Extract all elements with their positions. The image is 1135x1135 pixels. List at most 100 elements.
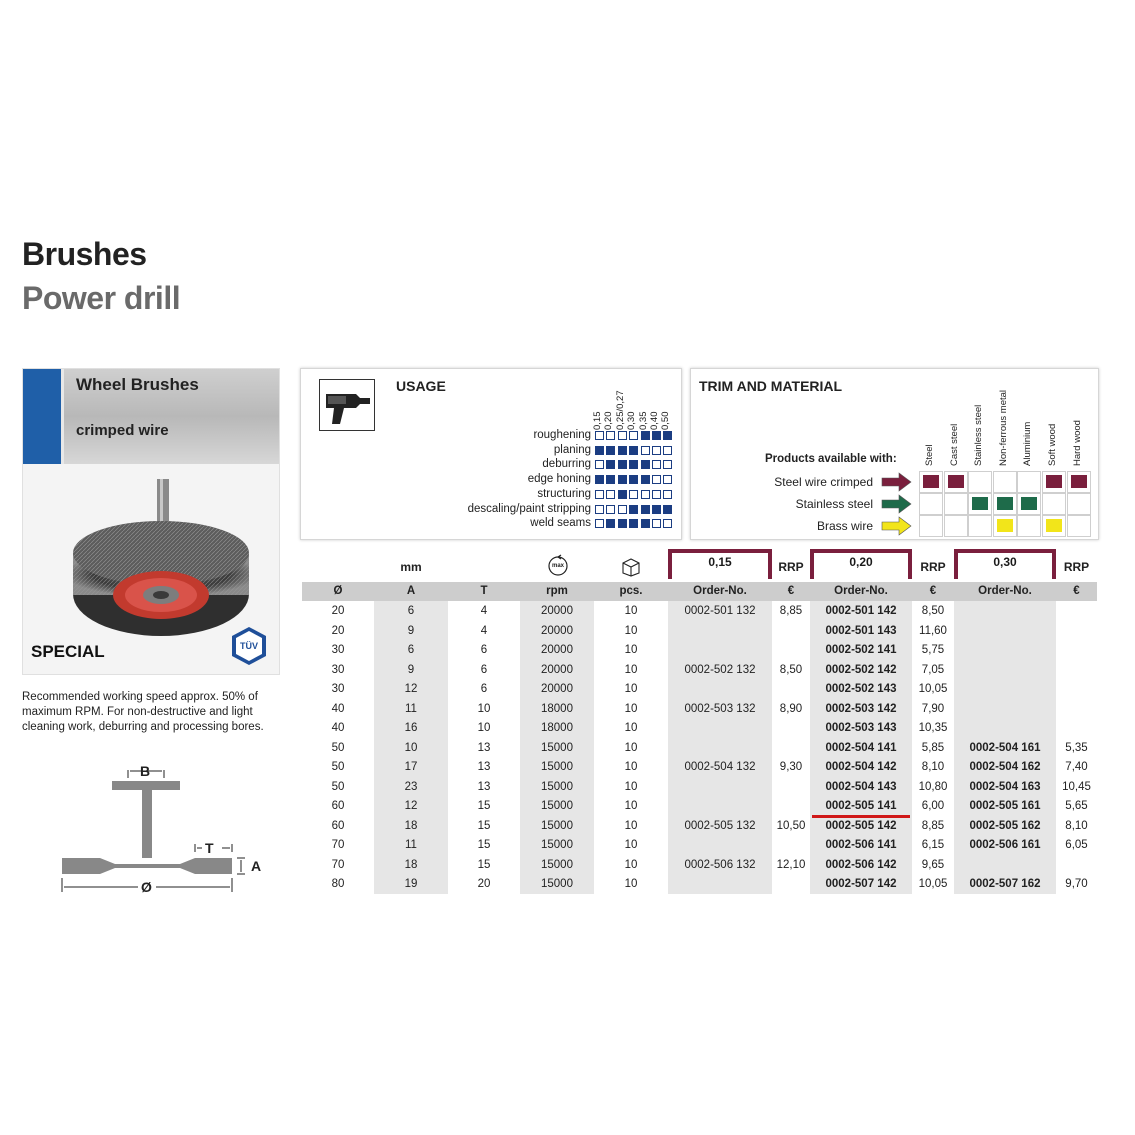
table-cell: 20000 bbox=[541, 663, 573, 676]
table-cell bbox=[954, 856, 1056, 876]
table-cell: 15000 bbox=[541, 761, 573, 773]
table-cell: 10,05 bbox=[918, 683, 948, 695]
trim-cell bbox=[943, 493, 968, 515]
table-cell: 0002-507 162 bbox=[969, 878, 1041, 890]
table-header-cell: € bbox=[1056, 582, 1097, 601]
table-cell: 30 bbox=[331, 663, 345, 676]
table-header-cell: Order-No. bbox=[668, 582, 772, 601]
table-cell: 18 bbox=[404, 858, 418, 871]
table-cell: 0002-505 161 bbox=[969, 800, 1041, 812]
dim-diameter-label: Ø bbox=[141, 879, 152, 895]
usage-cell bbox=[606, 519, 616, 529]
table-cell: 11 bbox=[405, 702, 417, 715]
table-cell: 16 bbox=[404, 722, 418, 734]
table-cell: 10 bbox=[624, 702, 638, 715]
wire-size-label: 0,30 bbox=[626, 411, 638, 431]
table-cell bbox=[668, 836, 772, 856]
table-cell: 6,00 bbox=[921, 800, 945, 812]
table-cell: 10 bbox=[624, 683, 638, 695]
card-subtitle: crimped wire bbox=[76, 422, 169, 439]
table-cell: 23 bbox=[404, 780, 418, 793]
table-cell: 5,35 bbox=[1065, 741, 1088, 754]
trim-cell-fill bbox=[972, 497, 989, 510]
table-cell: 10 bbox=[624, 624, 638, 637]
power-drill-icon bbox=[319, 379, 375, 431]
table-cell: 0002-504 141 bbox=[825, 741, 897, 754]
page-title: Brushes bbox=[22, 236, 147, 272]
wire-size-group-header: 0,30 bbox=[954, 549, 1056, 579]
table-cell bbox=[668, 875, 772, 895]
table-cell bbox=[772, 680, 810, 700]
usage-cell bbox=[606, 489, 616, 499]
table-cell bbox=[1056, 661, 1097, 681]
table-cell: 15 bbox=[477, 839, 491, 851]
tuv-certificate-icon: TÜV bbox=[232, 627, 266, 665]
trim-cell bbox=[1017, 515, 1042, 537]
table-cell: 10,05 bbox=[918, 878, 948, 890]
table-cell: 0002-501 142 bbox=[825, 605, 897, 617]
table-header-cell: € bbox=[772, 582, 810, 601]
table-header-cell: Order-No. bbox=[954, 582, 1056, 601]
table-column-shade bbox=[954, 582, 1056, 894]
usage-cell bbox=[617, 475, 627, 485]
wheel-brush-image bbox=[73, 479, 249, 636]
table-cell: 10 bbox=[624, 780, 638, 793]
table-cell bbox=[1056, 622, 1097, 642]
table-cell: 20 bbox=[331, 624, 345, 637]
material-label: Cast steel bbox=[948, 423, 960, 466]
table-cell: 19 bbox=[404, 878, 418, 890]
trim-cell-fill bbox=[1046, 519, 1062, 532]
table-cell: 7,90 bbox=[921, 702, 945, 715]
table-cell: 0002-506 142 bbox=[825, 858, 897, 871]
trim-cell bbox=[992, 471, 1017, 493]
table-cell: 10 bbox=[624, 722, 638, 734]
table-cell bbox=[668, 719, 772, 739]
usage-cell bbox=[652, 519, 661, 529]
table-cell: 0002-502 142 bbox=[825, 663, 897, 676]
table-cell bbox=[772, 719, 810, 739]
table-cell: 10 bbox=[624, 663, 638, 676]
usage-cell bbox=[640, 519, 650, 529]
usage-cell bbox=[595, 489, 604, 499]
table-cell: 10,80 bbox=[918, 780, 948, 793]
wire-size-label: 0,25/0,27 bbox=[614, 390, 626, 430]
table-cell: 18 bbox=[404, 819, 418, 832]
table-cell: 10 bbox=[624, 644, 638, 656]
trim-cell bbox=[1066, 515, 1091, 537]
table-cell: 0002-503 132 bbox=[684, 702, 756, 715]
table-cell: 5,65 bbox=[1065, 800, 1088, 812]
description-text: Recommended working speed approx. 50% of… bbox=[22, 691, 264, 733]
usage-cell bbox=[663, 489, 673, 499]
package-icon bbox=[622, 558, 640, 577]
table-cell: 10,45 bbox=[1062, 780, 1091, 793]
usage-cell bbox=[617, 519, 627, 529]
table-header-cell: € bbox=[912, 582, 954, 601]
usage-cell bbox=[629, 431, 639, 440]
usage-cell bbox=[629, 489, 639, 499]
table-cell: 20000 bbox=[541, 644, 573, 656]
table-cell: 6 bbox=[480, 663, 488, 676]
dim-a-label: A bbox=[251, 858, 261, 874]
usage-cell bbox=[640, 489, 650, 499]
table-cell: 6,05 bbox=[1065, 839, 1088, 851]
table-cell: 8,50 bbox=[921, 605, 945, 617]
table-cell bbox=[668, 641, 772, 661]
trim-cell bbox=[1017, 471, 1042, 493]
usage-row-label: descaling/paint stripping bbox=[467, 502, 591, 515]
usage-cell bbox=[595, 519, 604, 529]
arrow-right-icon bbox=[881, 516, 912, 536]
table-cell: 20000 bbox=[541, 605, 573, 617]
table-cell bbox=[1056, 602, 1097, 622]
table-cell: 0002-505 141 bbox=[825, 800, 897, 812]
table-cell bbox=[954, 719, 1056, 739]
table-cell: 0002-506 161 bbox=[969, 839, 1041, 851]
table-cell: 0002-506 132 bbox=[684, 858, 756, 871]
available-label: Products available with: bbox=[765, 453, 897, 465]
usage-cell bbox=[652, 460, 661, 470]
usage-cell bbox=[595, 431, 604, 440]
dim-b-label: B bbox=[140, 763, 150, 779]
table-cell: 9 bbox=[407, 663, 415, 676]
table-cell: 10,35 bbox=[918, 722, 948, 734]
usage-cell bbox=[606, 460, 616, 470]
